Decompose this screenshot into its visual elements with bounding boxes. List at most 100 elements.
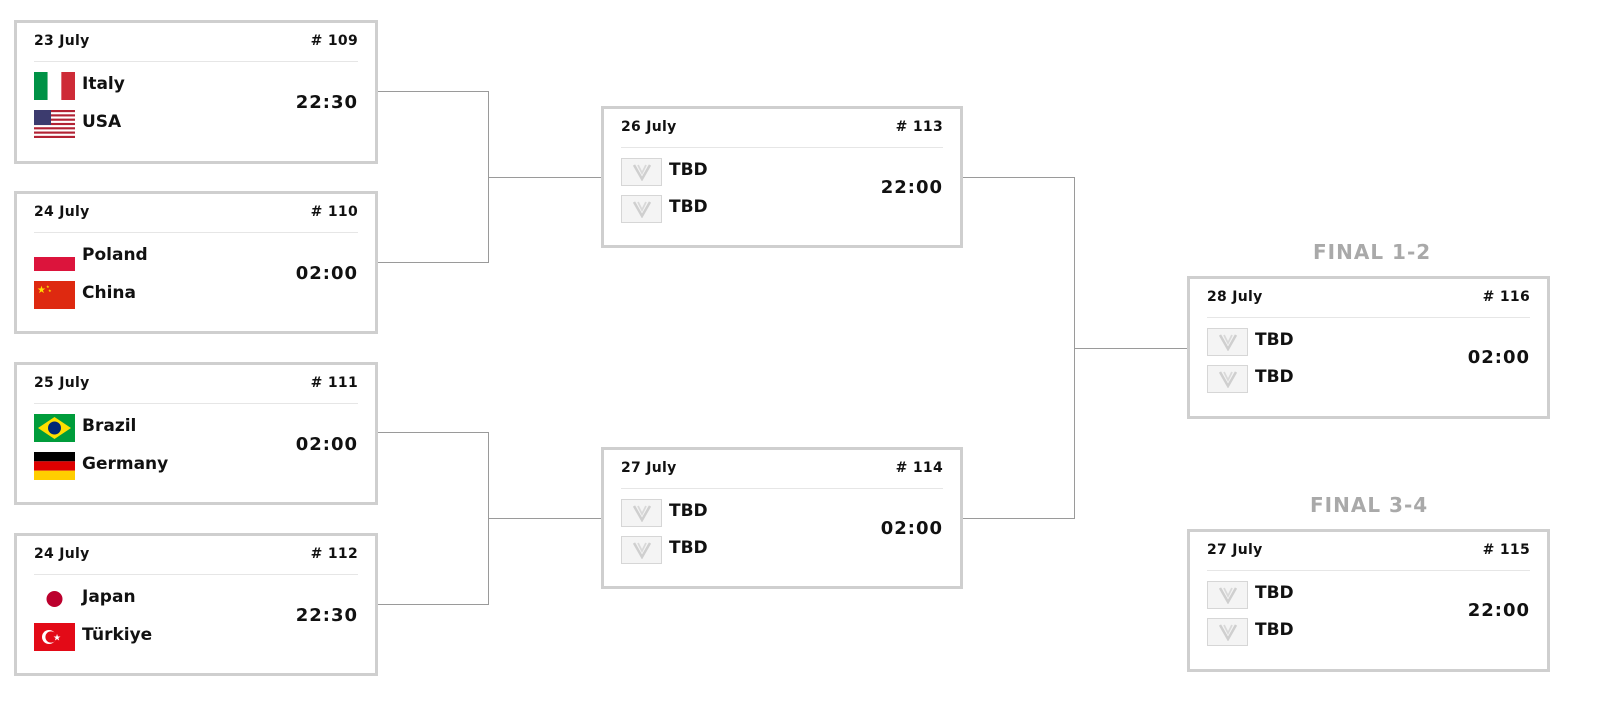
svg-text:★: ★ (53, 634, 61, 644)
match-date: 26 July (621, 119, 677, 135)
team-row: TBD (1207, 365, 1294, 393)
match-time: 22:30 (295, 605, 358, 626)
match-date: 25 July (34, 375, 90, 391)
svg-text:★: ★ (48, 288, 52, 293)
team-row: Poland (34, 243, 148, 271)
connector-line (378, 262, 489, 263)
match-number: # 110 (310, 204, 358, 220)
match-date: 28 July (1207, 289, 1263, 305)
match-card-114[interactable]: 27 July # 114 TBD TBD 02:00 (601, 447, 963, 589)
match-number: # 114 (895, 460, 943, 476)
match-date: 24 July (34, 546, 90, 562)
tbd-logo-icon (621, 536, 662, 564)
team-row: TBD (1207, 581, 1294, 609)
match-card-110[interactable]: 24 July # 110 Poland ★★★ China 02:00 (14, 191, 378, 334)
team-row: Brazil (34, 414, 136, 442)
team-row: Germany (34, 452, 168, 480)
match-header: 26 July # 113 (621, 117, 943, 148)
svg-text:★: ★ (46, 284, 50, 289)
match-number: # 109 (310, 33, 358, 49)
team-name: Italy (82, 74, 125, 94)
connector-line (378, 91, 489, 92)
connector-line (488, 518, 601, 519)
match-header: 27 July # 115 (1207, 540, 1530, 571)
match-header: 28 July # 116 (1207, 287, 1530, 318)
team-row: TBD (621, 158, 708, 186)
match-number: # 115 (1482, 542, 1530, 558)
match-date: 27 July (621, 460, 677, 476)
team-name: TBD (1255, 330, 1294, 350)
usa-flag (34, 110, 75, 138)
team-row: TBD (621, 195, 708, 223)
match-card-116[interactable]: 28 July # 116 TBD TBD 02:00 (1187, 276, 1550, 419)
match-header: 24 July # 110 (34, 202, 358, 233)
team-row: TBD (621, 499, 708, 527)
connector-line (378, 604, 489, 605)
team-row: Japan (34, 585, 136, 613)
match-time: 02:00 (880, 518, 943, 539)
team-name: China (82, 283, 136, 303)
team-name: TBD (669, 501, 708, 521)
match-header: 25 July # 111 (34, 373, 358, 404)
match-header: 23 July # 109 (34, 31, 358, 62)
team-name: Brazil (82, 416, 137, 436)
match-card-113[interactable]: 26 July # 113 TBD TBD 22:00 (601, 106, 963, 248)
poland-flag (34, 243, 75, 271)
tbd-logo-icon (1207, 581, 1248, 609)
team-name: Türkiye (82, 625, 153, 645)
team-name: TBD (1255, 583, 1294, 603)
team-name: Poland (82, 245, 148, 265)
team-row: Italy (34, 72, 125, 100)
team-name: TBD (669, 538, 708, 558)
connector-line (1074, 348, 1188, 349)
match-card-109[interactable]: 23 July # 109 Italy USA 22:30 (14, 20, 378, 164)
team-row: ★ Türkiye (34, 623, 152, 651)
tbd-logo-icon (1207, 618, 1248, 646)
match-card-111[interactable]: 25 July # 111 Brazil Germany 02:00 (14, 362, 378, 505)
team-name: Japan (82, 587, 136, 607)
germany-flag (34, 452, 75, 480)
tbd-logo-icon (621, 499, 662, 527)
match-time: 02:00 (1467, 347, 1530, 368)
connector-line (378, 432, 489, 433)
match-date: 23 July (34, 33, 90, 49)
team-name: TBD (1255, 367, 1294, 387)
brazil-flag (34, 414, 75, 442)
team-row: USA (34, 110, 121, 138)
japan-flag (34, 585, 75, 613)
italy-flag (34, 72, 75, 100)
match-header: 24 July # 112 (34, 544, 358, 575)
team-name: Germany (82, 454, 169, 474)
team-row: TBD (1207, 618, 1294, 646)
team-name: TBD (1255, 620, 1294, 640)
match-time: 22:00 (880, 177, 943, 198)
match-date: 24 July (34, 204, 90, 220)
team-name: TBD (669, 197, 708, 217)
tbd-logo-icon (1207, 365, 1248, 393)
team-row: TBD (1207, 328, 1294, 356)
connector-line (488, 177, 601, 178)
turkiye-flag: ★ (34, 623, 75, 651)
final-3-4-label: FINAL 3-4 (1310, 493, 1429, 517)
match-number: # 113 (895, 119, 943, 135)
team-name: TBD (669, 160, 708, 180)
match-date: 27 July (1207, 542, 1263, 558)
match-time: 02:00 (295, 263, 358, 284)
team-row: TBD (621, 536, 708, 564)
svg-text:★: ★ (37, 285, 46, 296)
connector-line (963, 518, 1075, 519)
tbd-logo-icon (621, 158, 662, 186)
match-time: 22:30 (295, 92, 358, 113)
match-time: 22:00 (1467, 600, 1530, 621)
final-1-2-label: FINAL 1-2 (1313, 240, 1432, 264)
match-number: # 112 (310, 546, 358, 562)
match-card-115[interactable]: 27 July # 115 TBD TBD 22:00 (1187, 529, 1550, 672)
match-card-112[interactable]: 24 July # 112 Japan ★ Türkiye 22:30 (14, 533, 378, 676)
match-number: # 111 (310, 375, 358, 391)
tbd-logo-icon (621, 195, 662, 223)
team-row: ★★★ China (34, 281, 136, 309)
china-flag: ★★★ (34, 281, 75, 309)
tbd-logo-icon (1207, 328, 1248, 356)
match-header: 27 July # 114 (621, 458, 943, 489)
connector-line (963, 177, 1075, 178)
